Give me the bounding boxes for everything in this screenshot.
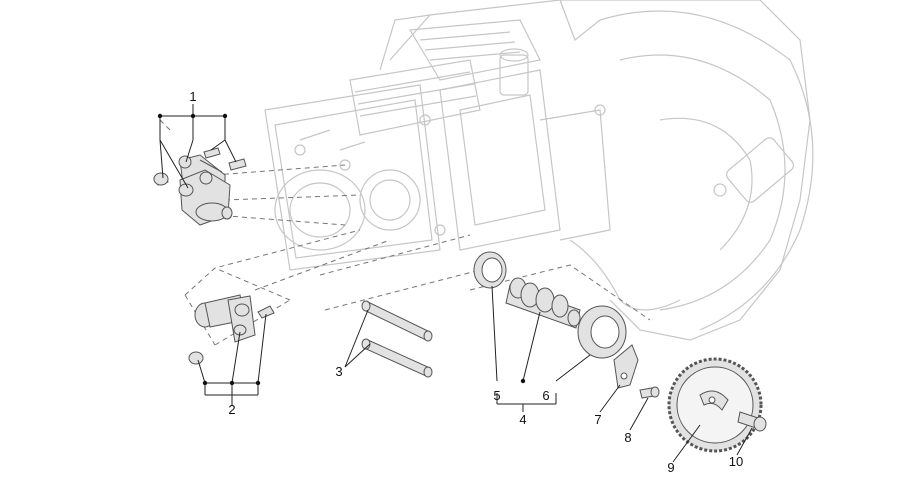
callout-2: 2 (228, 402, 236, 417)
sprocket (667, 357, 763, 453)
rocker-shafts (361, 300, 433, 378)
camshaft (505, 277, 581, 329)
cam-plate (613, 344, 639, 389)
callout-3: 3 (335, 364, 343, 379)
leader-dots (157, 113, 526, 386)
bearing-left (473, 251, 507, 289)
rocker-arm-assembly-lower (188, 294, 275, 365)
bearing-right (577, 305, 627, 359)
callout-7: 7 (594, 412, 602, 427)
callout-10: 10 (728, 454, 744, 469)
callout-6: 6 (542, 388, 550, 403)
callout-8: 8 (624, 430, 632, 445)
callout-5: 5 (493, 388, 501, 403)
callout-1: 1 (189, 89, 197, 104)
bolt-small (639, 386, 660, 399)
dashed-guide-lines (159, 119, 651, 346)
engine-block-ghost (264, 0, 814, 341)
callout-9: 9 (667, 460, 675, 475)
rocker-arm-assembly-upper (153, 147, 247, 226)
bolt-large (737, 411, 767, 432)
callout-4: 4 (519, 412, 527, 427)
leader-lines (159, 104, 753, 463)
